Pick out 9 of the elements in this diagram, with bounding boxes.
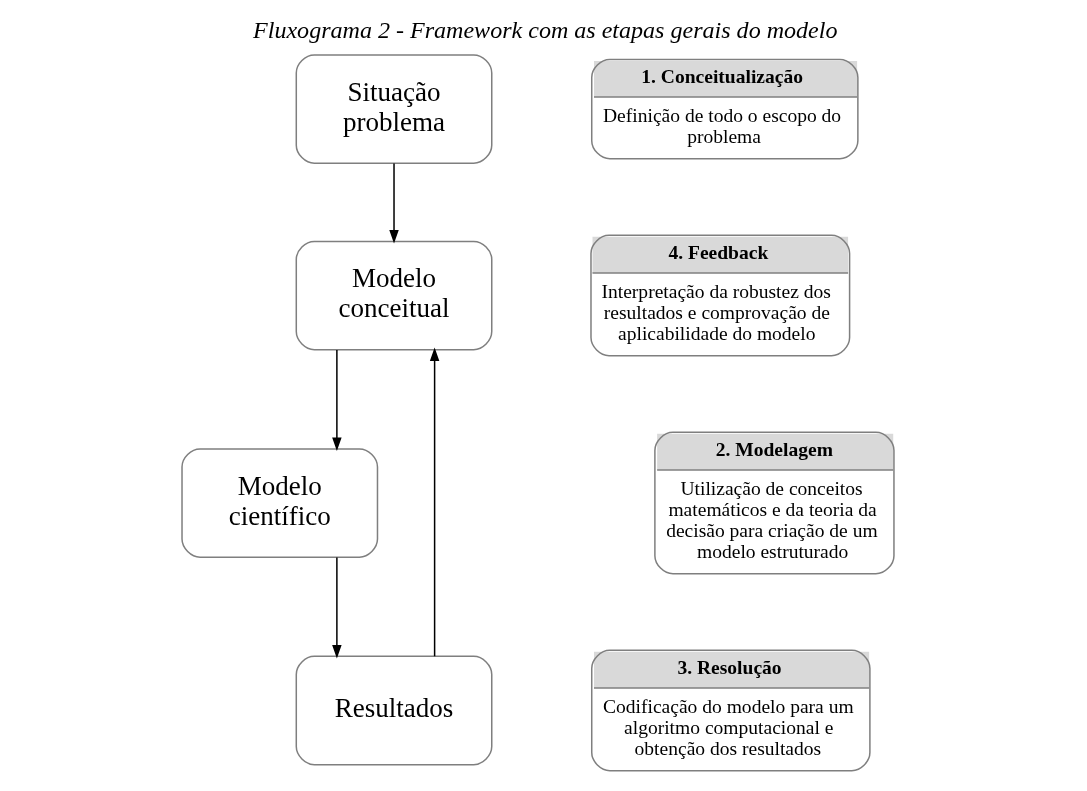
arrow (388, 162, 399, 244)
node-box: Modelo conceitual (295, 240, 492, 351)
arrow (331, 556, 342, 659)
arrow (429, 347, 439, 657)
node-box: Situação problema (295, 54, 492, 164)
node-box: Resultados (295, 655, 492, 766)
arrow (331, 349, 342, 452)
node-box: Modelo científico (180, 448, 378, 558)
diagram-title: Fluxograma 2 - Framework com as etapas gerais do modelo (252, 17, 837, 44)
